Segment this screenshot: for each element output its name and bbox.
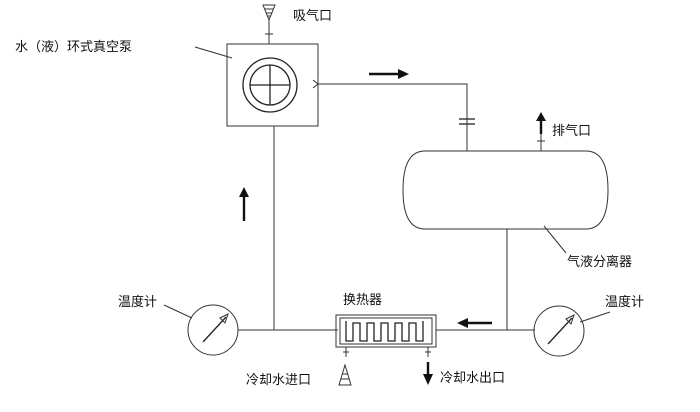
cooling-water-out-label: 冷却水出口	[440, 371, 505, 386]
suction-inlet-symbol	[262, 4, 276, 44]
cooling-water-inlet-arrow	[338, 363, 352, 386]
vacuum-pump	[226, 43, 319, 127]
pipe-flange	[459, 118, 475, 125]
pipe-return-loop	[273, 126, 508, 331]
suction-inlet-label: 吸气口	[293, 8, 332, 24]
exhaust-outlet	[536, 112, 546, 151]
pump-label: 水（液）环式真空泵	[15, 40, 132, 55]
thermometer-right-leader	[579, 311, 611, 323]
thermometer-left-label: 温度计	[118, 294, 157, 310]
gas-liquid-separator	[402, 150, 609, 230]
cooling-water-outlet-arrow	[423, 362, 433, 385]
heat-exchanger	[335, 314, 437, 357]
cooling-water-in-label: 冷却水进口	[246, 373, 311, 388]
separator-leader-line	[543, 225, 567, 254]
thermometer-left-leader	[163, 304, 193, 319]
flow-arrow-right	[369, 69, 409, 79]
thermometer-right	[533, 305, 585, 357]
heat-exchanger-label: 换热器	[343, 293, 382, 308]
flow-arrow-up	[239, 187, 249, 221]
flow-arrow-left	[457, 318, 492, 328]
exhaust-label: 排气口	[552, 123, 591, 139]
thermometer-left	[187, 304, 239, 356]
pump-leader-line	[194, 46, 233, 59]
separator-label: 气液分离器	[567, 254, 632, 270]
thermometer-right-label: 温度计	[605, 294, 644, 310]
pipe-pump-to-separator	[318, 83, 468, 151]
